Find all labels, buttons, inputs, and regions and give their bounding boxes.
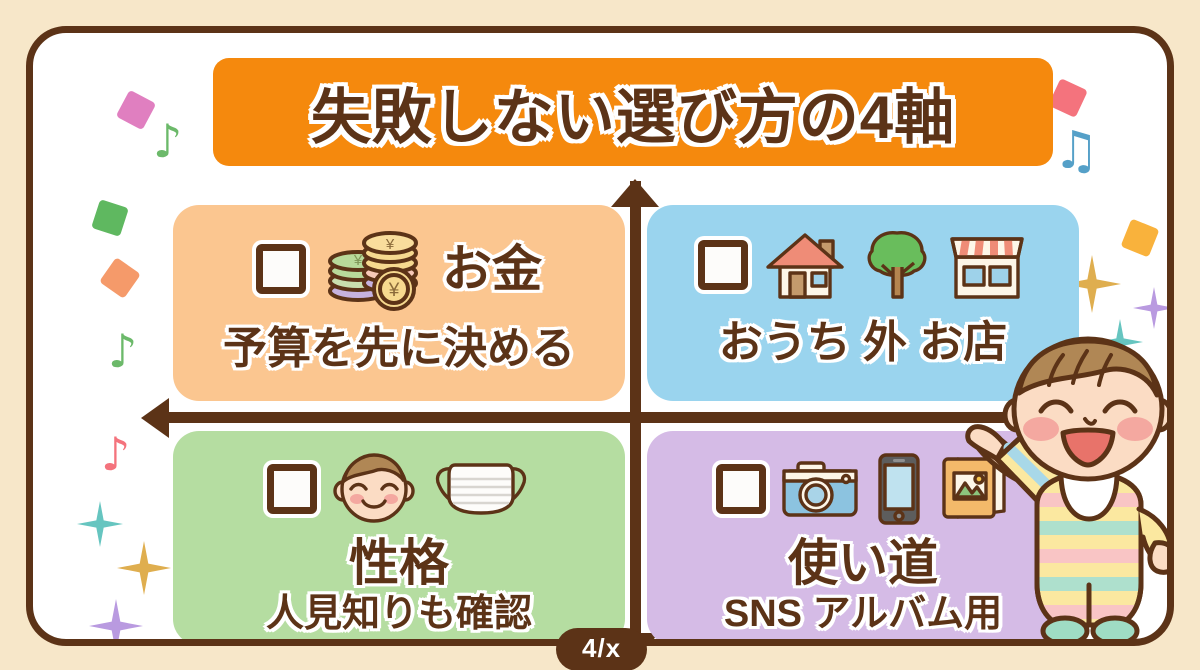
checkbox-money[interactable] <box>256 244 306 294</box>
checkbox-place[interactable] <box>698 240 748 290</box>
baby-mascot <box>965 336 1167 639</box>
title-banner: 失敗しない選び方の4軸 <box>213 58 1053 166</box>
quadrant-usage-heading: 使い道 <box>788 535 938 591</box>
music-note-green-lower: ♪ <box>108 324 138 378</box>
quadrant-usage-subtitle: SNS アルバム用 <box>723 592 1003 635</box>
page-badge: 4/x <box>556 628 648 670</box>
sparkle-gold-left <box>117 541 171 595</box>
svg-text:¥: ¥ <box>388 280 400 301</box>
music-note-blue-right: ♫ <box>1053 121 1100 181</box>
page-title: 失敗しない選び方の4軸 <box>310 83 956 151</box>
quadrant-place-icon-row <box>698 227 1028 303</box>
sparkle-teal-left <box>77 501 123 547</box>
photo-album-icon <box>942 457 1006 519</box>
smartphone-icon <box>878 453 920 525</box>
quadrant-personality-heading: 性格 <box>349 535 449 591</box>
quadrant-money-icon-row: ¥ ¥ ¥ お金 <box>256 227 542 311</box>
axis-horizontal <box>163 412 1093 423</box>
quadrant-money-heading: お金 <box>442 241 542 297</box>
coins-icon: ¥ ¥ ¥ <box>328 231 418 311</box>
baby-face-icon <box>333 453 415 523</box>
quadrant-money-subtitle: 予算を先に決める <box>223 324 575 373</box>
sparkle-purple-right <box>1133 287 1167 329</box>
quadrant-usage-icon-row <box>716 451 1010 527</box>
checkbox-usage[interactable] <box>716 464 766 514</box>
shop-icon <box>950 237 1024 299</box>
diamond-pink-left <box>115 89 157 131</box>
music-note-green-upper: ♪ <box>153 114 183 168</box>
main-card: ♪ ♪ ♪ ♫ 失敗しない選び方の4軸 <box>26 26 1174 646</box>
quadrant-place-subtitle: おうち 外 お店 <box>718 318 1008 367</box>
svg-text:¥: ¥ <box>353 252 363 269</box>
diamond-green-left <box>91 199 129 237</box>
quadrant-personality-icon-row <box>267 451 531 527</box>
axis-vertical <box>630 181 641 639</box>
quadrant-personality[interactable]: 性格 人見知りも確認 <box>173 431 625 639</box>
tree-icon <box>867 231 927 299</box>
svg-text:¥: ¥ <box>385 236 395 253</box>
house-icon <box>766 233 844 299</box>
diamond-red-right <box>1048 78 1088 118</box>
quadrant-usage[interactable]: 使い道 SNS アルバム用 <box>647 431 1079 639</box>
sparkle-purple-left <box>89 599 143 639</box>
music-note-pink: ♪ <box>101 427 131 481</box>
diamond-yellow-right <box>1120 218 1160 258</box>
mask-icon <box>435 463 527 515</box>
checkbox-personality[interactable] <box>267 464 317 514</box>
quadrant-money[interactable]: ¥ ¥ ¥ お金 予算を先に決める <box>173 205 625 401</box>
camera-icon <box>782 461 858 517</box>
quadrant-place[interactable]: おうち 外 お店 <box>647 205 1079 401</box>
quadrant-personality-subtitle: 人見知りも確認 <box>265 592 532 635</box>
diamond-orange-left <box>99 257 141 299</box>
